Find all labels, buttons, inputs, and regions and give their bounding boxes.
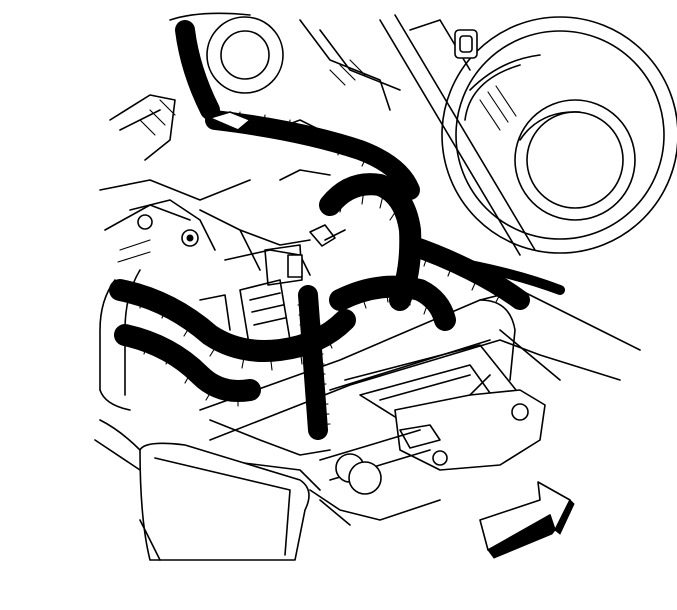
oil-pan xyxy=(94,419,310,561)
bracket-bar xyxy=(379,14,536,256)
pulley xyxy=(441,16,677,254)
wiring-harness xyxy=(109,20,565,440)
connector-block xyxy=(199,244,303,351)
direction-arrow-icon xyxy=(479,481,575,559)
bolt xyxy=(209,111,346,247)
frame-rail xyxy=(199,289,641,491)
engine-block xyxy=(99,12,401,276)
mount-bracket xyxy=(394,374,546,471)
shaft xyxy=(309,429,441,526)
